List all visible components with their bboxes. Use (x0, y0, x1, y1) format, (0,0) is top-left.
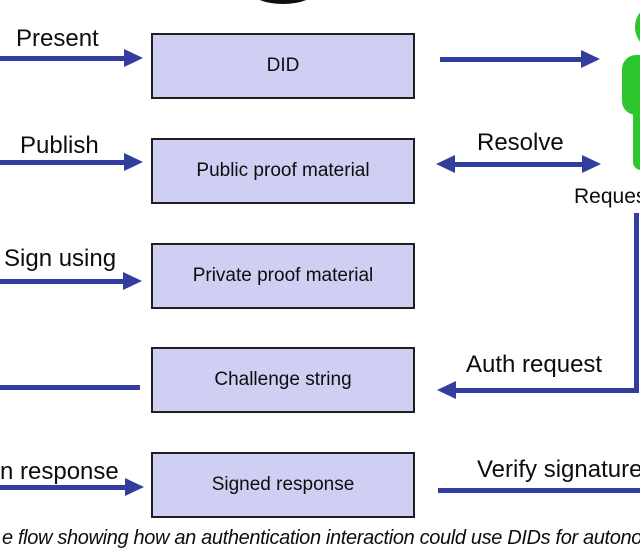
auth-request-label: Auth request (466, 351, 603, 378)
box-private-proof-material: Private proof material (151, 243, 415, 309)
box-signed-response-label: Signed response (211, 474, 355, 495)
resolve-arrowhead-left-icon (436, 155, 455, 173)
response-arrowhead-icon (125, 478, 144, 496)
person-head-icon (635, 3, 640, 51)
auth-request-arrow-line (455, 388, 639, 393)
auth-request-arrow-vertical-line (634, 213, 639, 393)
present-arrow-line (0, 56, 127, 61)
present-arrowhead-icon (124, 49, 143, 67)
box-public-proof-material-label: Public proof material (196, 160, 370, 181)
did-to-party-arrow-line (440, 57, 583, 62)
box-signed-response: Signed response (151, 452, 415, 518)
sign-using-label: Sign using (4, 245, 117, 272)
box-did-label: DID (266, 55, 300, 76)
did-to-party-arrowhead-icon (581, 50, 600, 68)
resolve-label: Resolve (477, 129, 564, 156)
verify-signature-line (438, 488, 640, 493)
sign-using-arrowhead-icon (123, 272, 142, 290)
sign-using-arrow-line (0, 279, 125, 284)
person-leg-icon (633, 108, 640, 170)
verify-signature-label: Verify signature (477, 456, 640, 483)
box-challenge-string-label: Challenge string (214, 369, 352, 390)
top-person-head-arc-icon (251, 0, 315, 4)
publish-label: Publish (20, 132, 99, 159)
person-torso-icon (622, 55, 640, 115)
publish-arrowhead-icon (124, 153, 143, 171)
box-did: DID (151, 33, 415, 99)
figure-caption: e flow showing how an authentication int… (2, 527, 640, 549)
requesting-party-label: Reques (574, 185, 640, 208)
challenge-to-holder-line (0, 385, 140, 390)
resolve-arrowhead-right-icon (582, 155, 601, 173)
resolve-arrow-line (454, 162, 584, 167)
publish-arrow-line (0, 160, 127, 165)
box-public-proof-material: Public proof material (151, 138, 415, 204)
auth-request-arrowhead-icon (437, 381, 456, 399)
response-arrow-line (0, 485, 127, 490)
response-label: n response (0, 458, 119, 485)
box-challenge-string: Challenge string (151, 347, 415, 413)
present-label: Present (16, 25, 99, 52)
box-private-proof-material-label: Private proof material (192, 265, 374, 286)
